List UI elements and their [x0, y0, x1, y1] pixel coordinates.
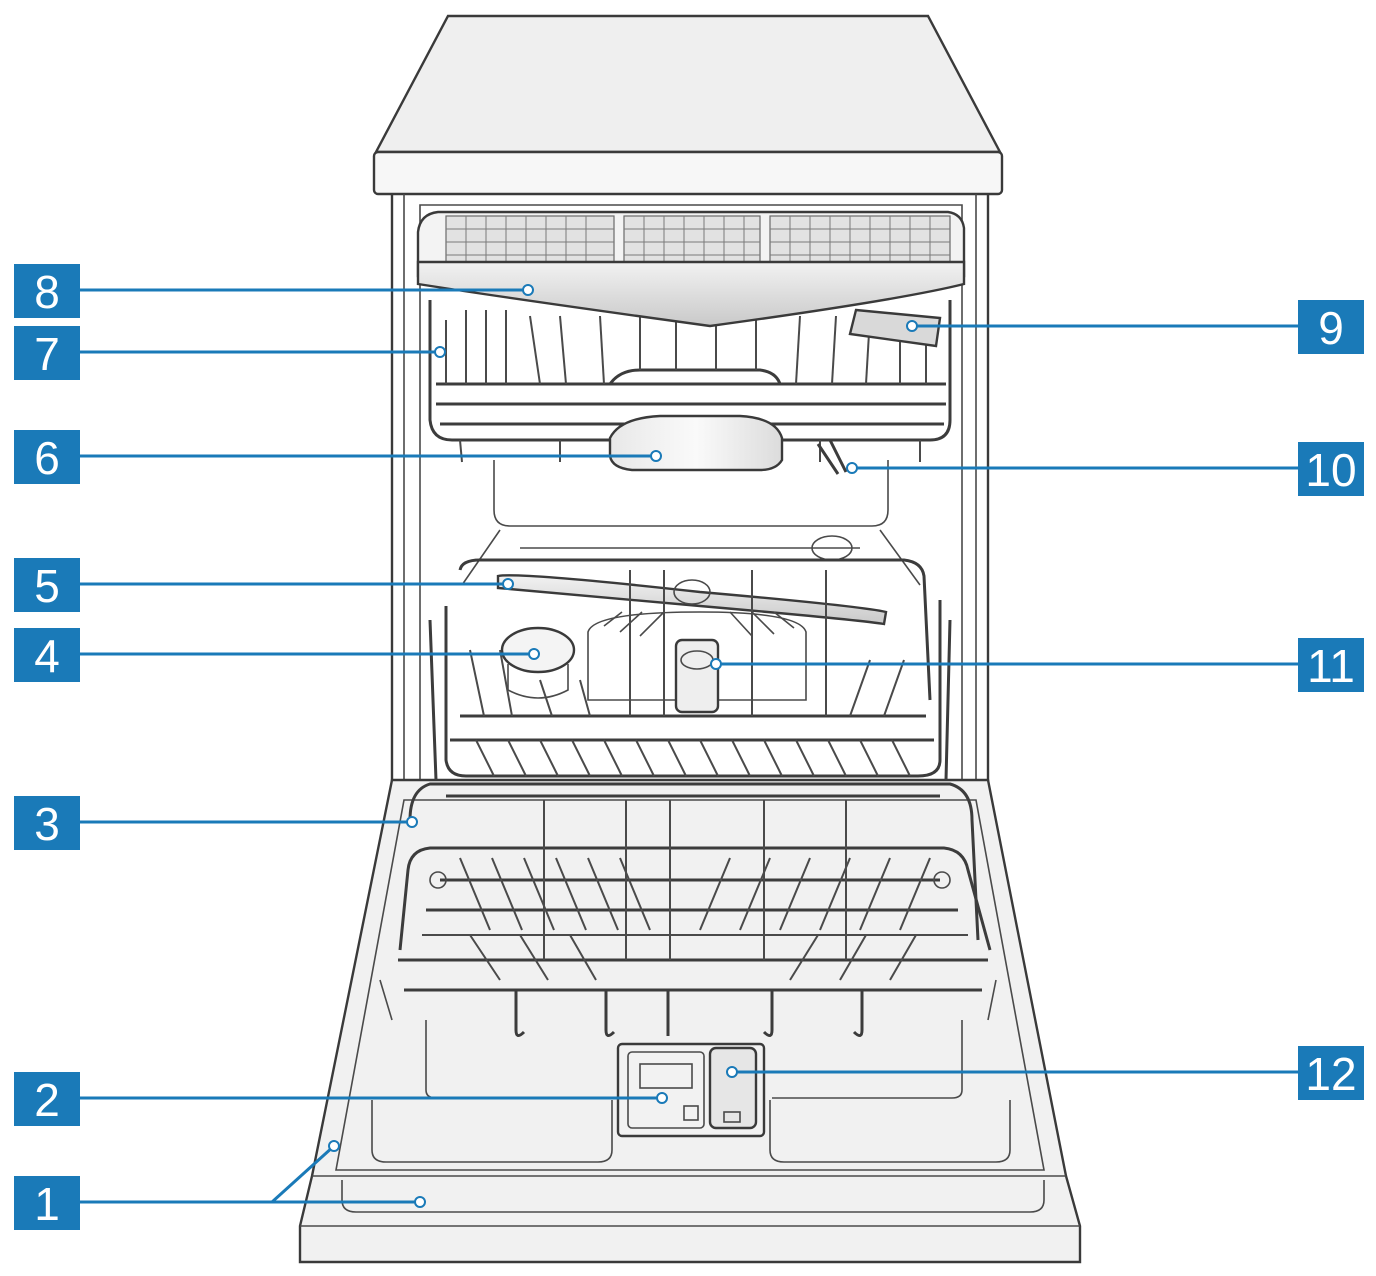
- callout-label: 12: [1305, 1048, 1356, 1100]
- bottom-basket: [398, 782, 992, 1037]
- leader-lines: [80, 288, 1298, 1204]
- callout-12: 12: [1298, 1046, 1364, 1100]
- worktop-front-edge: [372, 150, 1004, 196]
- callout-7: 7: [14, 326, 80, 380]
- callout-label: 4: [34, 630, 60, 682]
- dishwasher-body: [372, 14, 1004, 1006]
- rinse-aid-dispenser: [708, 1046, 758, 1130]
- callout-label: 7: [34, 328, 60, 380]
- callout-1: 1: [14, 1176, 80, 1230]
- callout-label: 2: [34, 1074, 60, 1126]
- callout-3: 3: [14, 796, 80, 850]
- callout-9: 9: [1298, 300, 1364, 354]
- callout-10: 10: [1298, 442, 1364, 496]
- upper-spray-arm: [608, 414, 784, 472]
- callout-8: 8: [14, 264, 80, 318]
- callout-label: 6: [34, 432, 60, 484]
- callout-label: 11: [1307, 640, 1355, 692]
- callout-label: 5: [34, 560, 60, 612]
- lower-spray-arm: [496, 574, 888, 626]
- top-basket: [416, 210, 966, 475]
- callout-label: 9: [1318, 302, 1344, 354]
- worktop: [374, 14, 1002, 154]
- knife-shelf: [848, 308, 942, 348]
- callout-5: 5: [14, 558, 80, 612]
- callout-label: 8: [34, 266, 60, 318]
- callout-11: 11: [1298, 638, 1364, 692]
- callout-4: 4: [14, 628, 80, 682]
- leader-dots: [328, 284, 918, 1208]
- callout-label: 10: [1305, 444, 1356, 496]
- upper-basket: [428, 558, 952, 798]
- callout-label: 3: [34, 798, 60, 850]
- callout-label: 1: [34, 1178, 60, 1230]
- callout-2: 2: [14, 1072, 80, 1126]
- callout-6: 6: [14, 430, 80, 484]
